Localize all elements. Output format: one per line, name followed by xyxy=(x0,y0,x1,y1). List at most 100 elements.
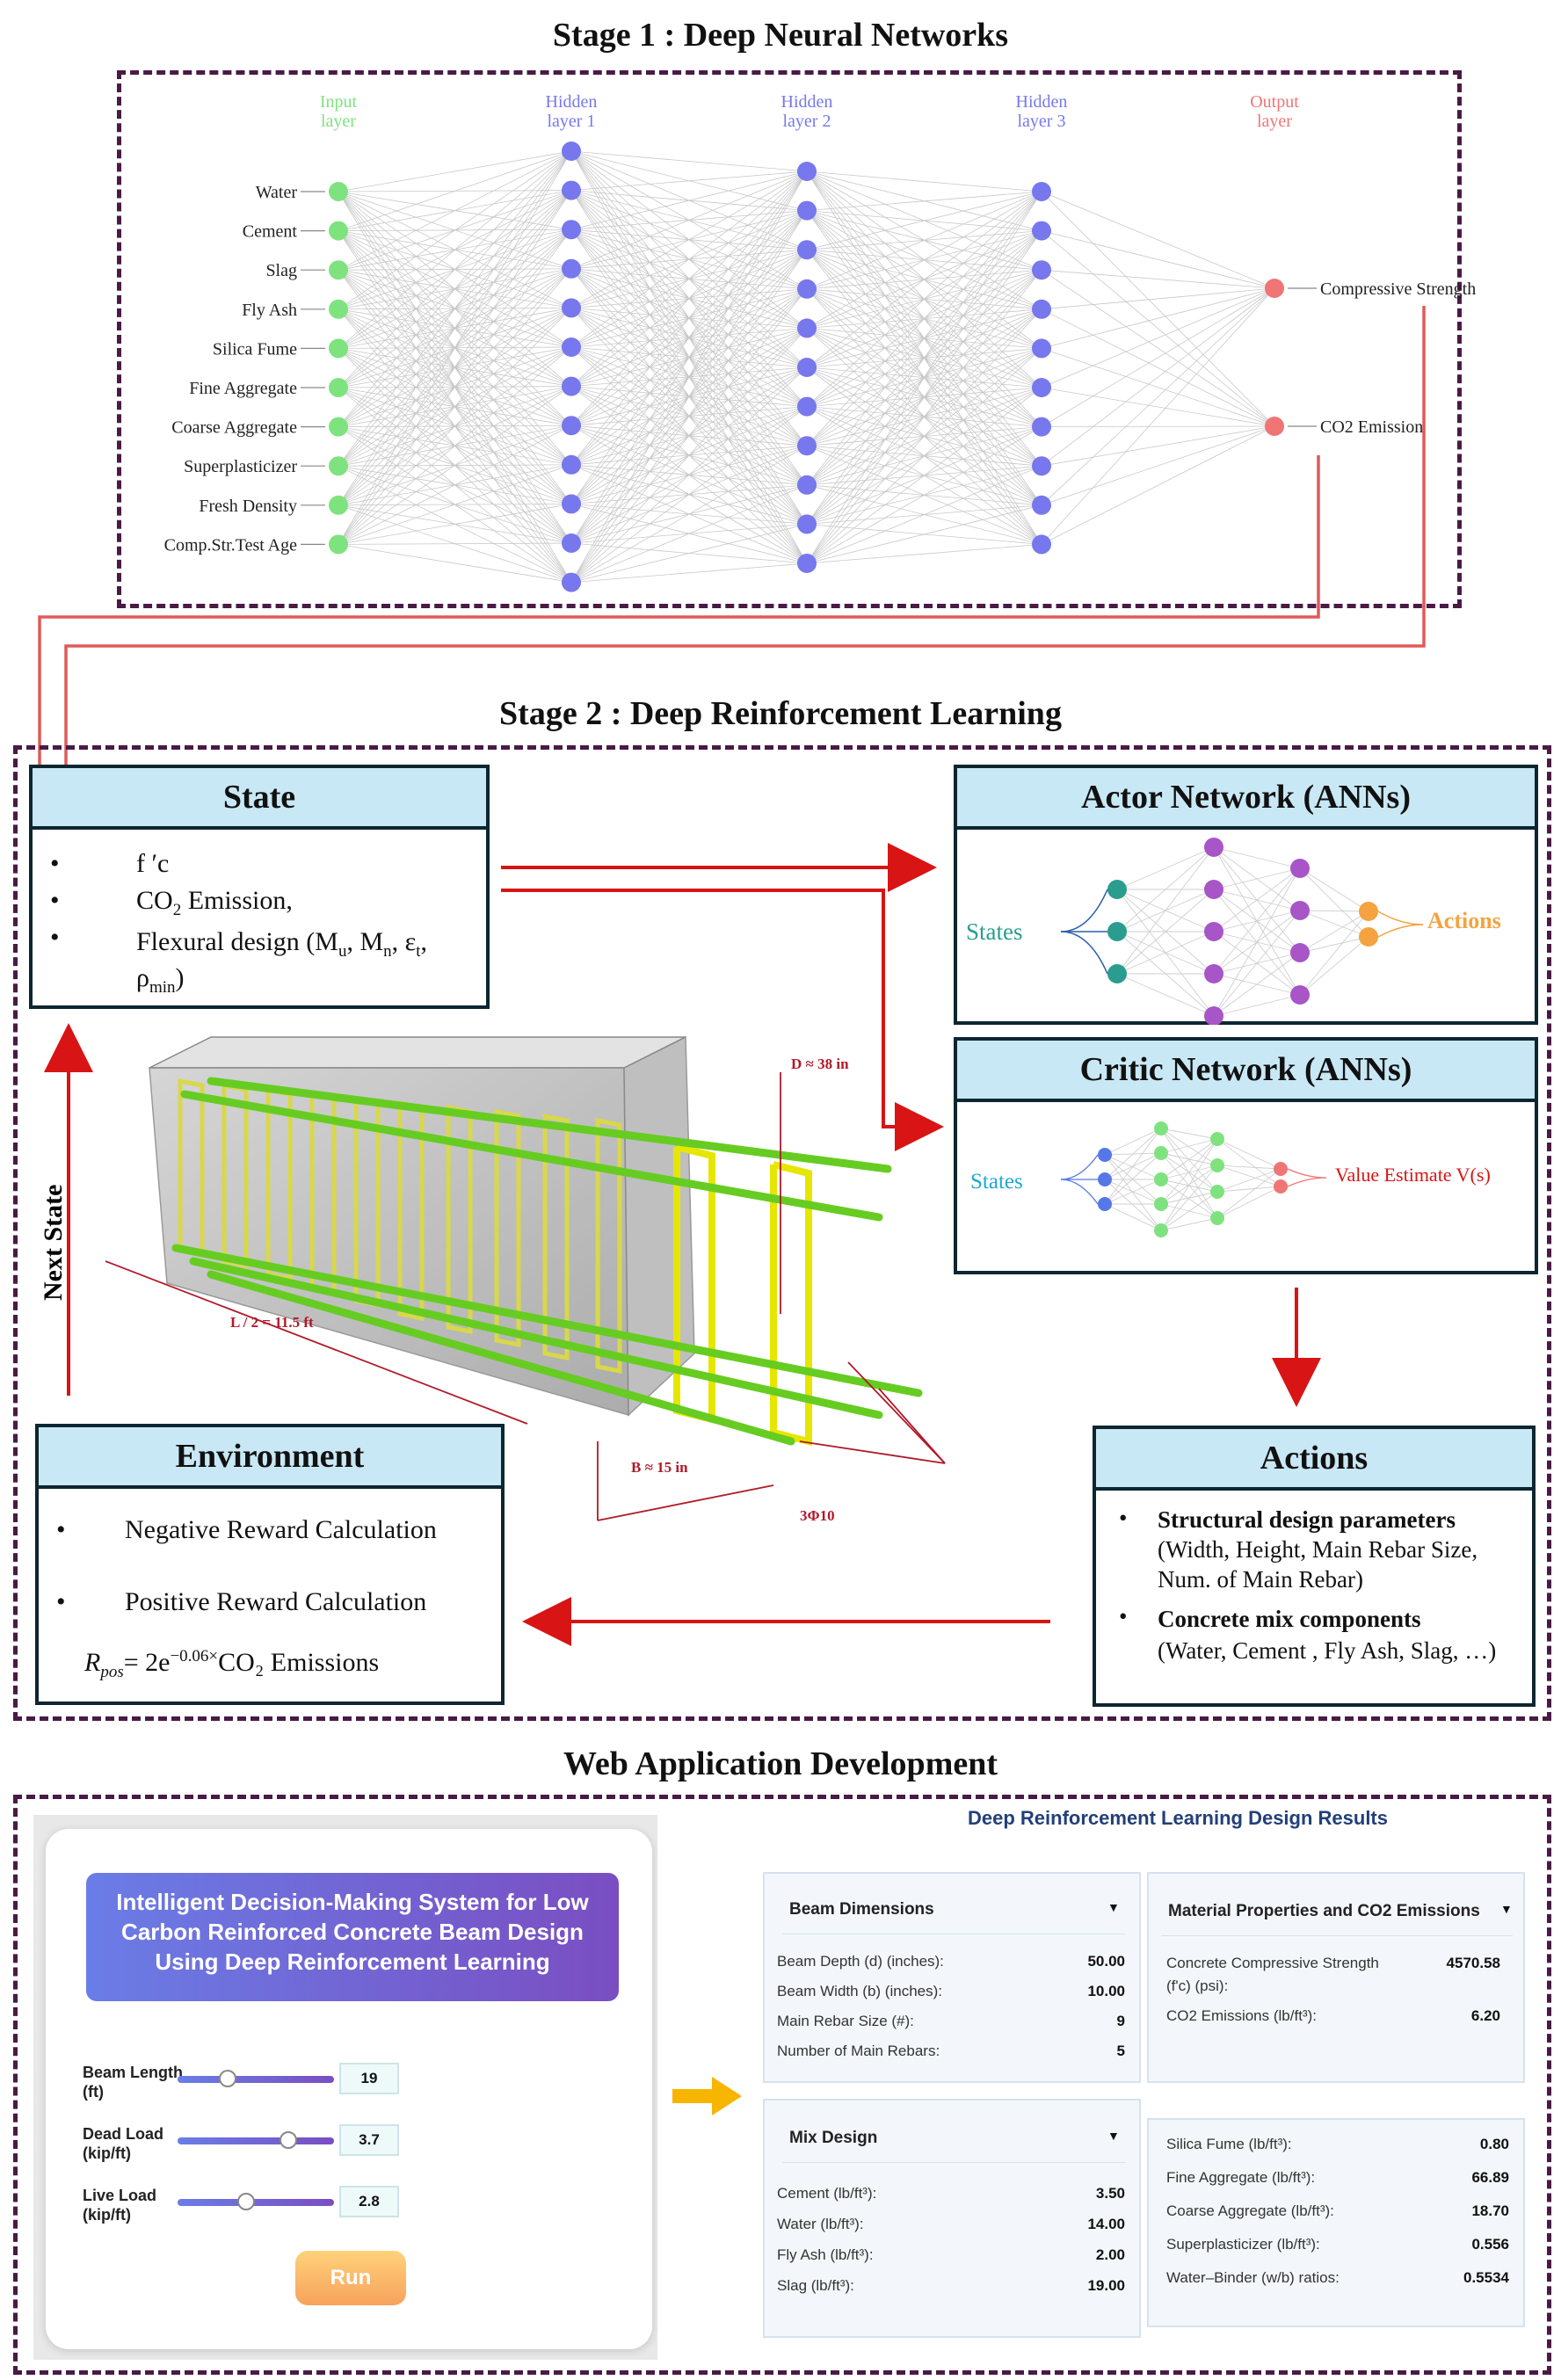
stage3-frame xyxy=(13,1795,1551,2375)
result-row-value: 3.50 xyxy=(1095,2185,1125,2202)
nn-edge xyxy=(338,308,572,545)
nn-edge xyxy=(338,268,572,545)
nn-edge xyxy=(1041,269,1275,289)
nn-edge xyxy=(806,191,1042,368)
mini-edge xyxy=(1160,1138,1218,1180)
state-title: State xyxy=(33,768,486,830)
result-row-label: Water (lb/ft³): xyxy=(777,2216,864,2232)
mini-edge xyxy=(1213,994,1301,1017)
mini-edge xyxy=(1299,867,1369,912)
result-row-label: Cement (lb/ft³): xyxy=(777,2185,877,2202)
mini-edge xyxy=(1216,1138,1281,1170)
nn-edge xyxy=(1041,425,1275,467)
slider-track[interactable] xyxy=(178,2199,334,2206)
chevron-down-icon[interactable]: ▼ xyxy=(1107,1900,1120,1914)
layer-label: layer 3 xyxy=(1018,112,1066,131)
mini-edge xyxy=(1104,1203,1162,1231)
fc-value: 4570.58 xyxy=(1446,1955,1500,1971)
nn-edge xyxy=(1041,425,1275,428)
nn-edge xyxy=(570,171,808,583)
nn-edge xyxy=(338,150,572,467)
output-label: CO2 Emission xyxy=(1320,417,1423,437)
state-panel: State • f ′c • CO2 Emission, • Flexural … xyxy=(29,765,490,1009)
slider-handle[interactable] xyxy=(237,2193,256,2210)
mini-node xyxy=(1098,1172,1112,1186)
hidden-node xyxy=(1032,338,1051,359)
layer-label: Input xyxy=(320,92,358,112)
nn-edge xyxy=(570,150,808,172)
result-row-label: Coarse Aggregate (lb/ft³): xyxy=(1166,2202,1334,2219)
mini-node xyxy=(1154,1172,1168,1186)
mini-node xyxy=(1274,1179,1288,1194)
nn-edge xyxy=(570,484,808,583)
nn-edge xyxy=(338,504,572,545)
layer-label: Output xyxy=(1250,92,1299,112)
mini-edge xyxy=(1160,1217,1218,1231)
stage1-frame xyxy=(117,70,1462,608)
mini-edge xyxy=(1160,1138,1218,1205)
critic-states-label: States xyxy=(970,1170,1023,1194)
mini-edge xyxy=(1216,1186,1281,1219)
mini-edge xyxy=(1299,910,1369,938)
mini-node xyxy=(1107,964,1127,983)
hidden-node xyxy=(562,572,581,592)
beam-rebar-label: 3Φ10 xyxy=(800,1507,835,1524)
env-reward-formula: Rpos= 2e−0.06×CO₂ Emissions xyxy=(84,1647,380,1681)
run-button[interactable]: Run xyxy=(295,2251,406,2305)
mini-edge xyxy=(1104,1179,1162,1205)
nn-edge xyxy=(1041,287,1275,310)
mini-edge xyxy=(1213,867,1301,932)
slider-value-input[interactable]: 2.8 xyxy=(339,2186,399,2217)
app-backdrop: Intelligent Decision-Making System for L… xyxy=(33,1815,657,2360)
result-row-label: Water–Binder (w/b) ratios: xyxy=(1166,2269,1340,2286)
app-to-results-arrow xyxy=(672,2077,742,2115)
mini-node xyxy=(1098,1197,1112,1211)
slider-value-input[interactable]: 3.7 xyxy=(339,2124,399,2156)
co2-value: 6.20 xyxy=(1470,2007,1500,2024)
mini-edge xyxy=(1160,1179,1218,1193)
result-row-value: 19.00 xyxy=(1087,2277,1125,2294)
critic-title: Critic Network (ANNs) xyxy=(957,1041,1535,1102)
result-row-value: 10.00 xyxy=(1087,1983,1125,1999)
slider-value-input[interactable]: 19 xyxy=(339,2063,399,2094)
slider-track[interactable] xyxy=(178,2076,334,2083)
input-node xyxy=(329,182,348,201)
mini-edge xyxy=(1213,910,1301,1017)
layer-label: layer 1 xyxy=(548,112,596,131)
nn-edge xyxy=(1041,287,1275,545)
chevron-down-icon[interactable]: ▼ xyxy=(1107,2129,1120,2143)
nn-edge xyxy=(338,544,572,583)
result-row-value: 0.80 xyxy=(1479,2136,1509,2152)
hidden-node xyxy=(797,162,817,181)
nn-edge xyxy=(1041,287,1275,467)
mini-node xyxy=(1107,880,1127,899)
nn-edge xyxy=(1041,191,1275,427)
chevron-down-icon[interactable]: ▼ xyxy=(1500,1902,1513,1916)
input-label: Slag xyxy=(265,261,297,280)
critic-output-edge xyxy=(1287,1177,1327,1187)
nn-edge xyxy=(1041,287,1275,427)
mini-edge xyxy=(1160,1179,1218,1219)
slider-track[interactable] xyxy=(178,2137,334,2144)
nn-edge xyxy=(806,426,1042,564)
slider-handle[interactable] xyxy=(280,2131,298,2149)
stage2-flow-and-beam: Next State xyxy=(39,843,1321,1646)
mini-edge xyxy=(1116,846,1215,975)
environment-panel: Environment • Negative Reward Calculatio… xyxy=(35,1424,505,1705)
actor-states-label: States xyxy=(966,918,1023,945)
hidden-node xyxy=(797,396,817,417)
nn-edge xyxy=(1041,287,1275,388)
mini-edge xyxy=(1116,973,1215,1017)
beam-depth-label: D ≈ 38 in xyxy=(791,1056,849,1072)
material-card: Material Properties and CO2 Emissions ▼ … xyxy=(1147,1872,1525,2083)
actions-mix: Concrete mix components(Water, Cement , … xyxy=(1158,1606,1497,1664)
slider-handle[interactable] xyxy=(218,2070,236,2087)
input-node xyxy=(329,495,348,515)
mini-node xyxy=(1204,838,1223,857)
hidden-node xyxy=(562,416,581,436)
input-label: Coarse Aggregate xyxy=(171,418,297,438)
nn-edge xyxy=(1041,287,1275,349)
mini-edge xyxy=(1160,1128,1218,1140)
mini-node xyxy=(1274,1162,1288,1176)
